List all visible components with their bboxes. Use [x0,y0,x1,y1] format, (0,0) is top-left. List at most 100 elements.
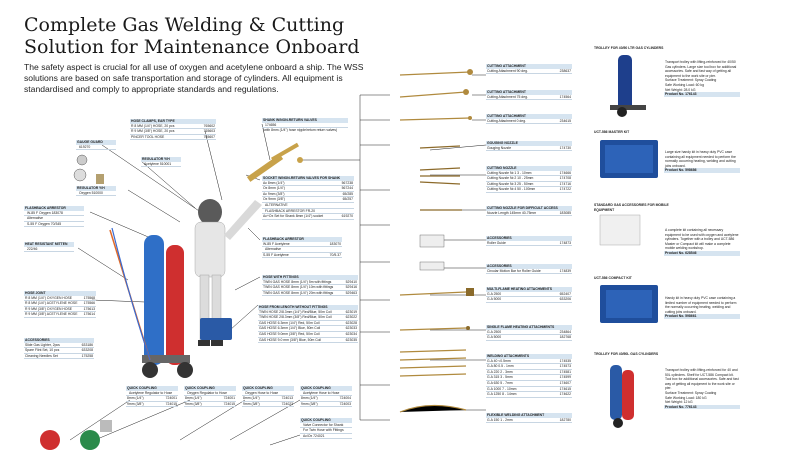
box-heading: FLASHBACK ARRESTOR [262,237,342,242]
box-text: Roller Guide [487,240,506,245]
box-text: TROLLEY FOR 40/50L GAS CYLINDERS [594,352,659,356]
box-heading: HEAT RESISTANT MITTEN [24,242,74,247]
box-text: R 8 MM (1/4") HOSE, 20 pcs [131,123,175,128]
box-text: 174622 [559,392,571,397]
table-row: TWIN GAS HOSE 8mm (1/4") 20m with fittin… [262,291,358,297]
box-text: Ac+Ox Set for Shank 8mm (1/4") socket [263,214,324,219]
page-title: Complete Gas Welding & Cutting Solution … [24,14,360,58]
box-text: 182780 [559,417,571,422]
box-heading: FLASHBACK ARRESTOR [24,206,84,211]
box-text: 65/285 [342,191,353,196]
box-heading: SHANK W/NON-RETURN VALVES [262,118,348,123]
trolley-40-50-heading: TROLLEY FOR 40/50 LTR GAS CYLINDERS [594,46,684,51]
box-text: Product No. 598686 [664,168,740,173]
table-row: TWIN GAS HOSE 8mm (1/4") 5m with fitting… [262,280,358,286]
box-heading: SINGLE FLAME HEATING ATTACHMENTS [486,325,572,330]
table-row: TWIN HOSE 2/8.3mm (1/4") Red/Blue, 50m C… [258,310,358,316]
box-heading: QUICK COUPLING [300,386,352,391]
box-heading: WELDING ATTACHMENTS [486,354,572,359]
box-heading: CUTTING ATTACHMENT [486,114,572,119]
box-text: Ox 8mm (1/4") [263,186,285,191]
box-text: Product No. 628546 [664,250,740,256]
box-text: Alternative [27,216,44,221]
table-row: 174656 [262,123,348,129]
box-text: 174615 [559,386,571,391]
box-text: Acetylene 510001 [144,161,172,166]
table-row: 8mm (1/4")724013 [242,396,294,402]
box-text: 623022 [345,315,357,320]
compact-kit-description: Handy kit in heavy duty PVC case contain… [664,296,740,319]
table-row: 8mm (1/4")724004 [300,396,352,402]
table-row: 9mm (3/8")724023 [242,402,294,408]
box-text: 174573 [559,364,571,369]
table-row: Acetylene 510001 [141,162,181,168]
table-row: 8mm (1/4")724001 [184,396,236,402]
box-text: G.A 80 0.5 - 1mm [487,364,514,369]
box-text: (with 8mm (1/4") hose nipple/retum retur… [263,128,338,133]
box-heading: CUTTING NOZZLE [486,166,572,171]
box-text: Acetylene Regulator to Hose [129,390,173,395]
table-row: Acetylene Regulator to Hose [126,391,178,397]
box-text: Circular Motion Bar for Roller Guide [487,268,541,273]
cutting-attachment-0-box: CUTTING ATTACHMENT Cutting Attachment 0 … [486,114,572,125]
box-text: 633206 [559,297,571,302]
box-text: A complete kit containing all necessary … [665,228,739,251]
cutting-attachment-75-box: CUTTING ATTACHMENT Cutting Attachment 75… [486,90,572,101]
heat-mitten-box: HEAT RESISTANT MITTEN 222/46 [24,242,74,253]
box-text: W-85 F Acetylene [263,241,290,246]
box-text: 174722 [559,187,571,192]
box-text: 175614 [83,312,95,317]
table-row: 8mm (1/4")724001 [126,396,178,402]
box-text: 623035 [345,337,357,342]
box-text: 175613 [83,306,95,311]
box-text: PINCER TOOL HOSE [131,134,165,139]
box-text: Safe Working Load: 180 kG [665,395,707,400]
trolley-40-50-description: Transport trolley with lifting-reinforce… [664,60,740,97]
box-text: R 9 MM (3/8") HOSE, 20 pcs [131,129,175,134]
table-row: Ac/Ox 724021 [300,434,352,440]
box-text: 9mm (3/8") [243,401,260,406]
table-row: Ox 9mm (3/8")65/257 [262,197,354,203]
box-text: G.A 2500 [487,329,502,334]
box-text: Cutting Nozzle Nr.2 10 - 25mm [487,176,534,181]
table-row: For Twin Hose with Fittings [300,428,352,434]
attachment-illustrations [399,69,474,413]
table-row: Ac 8mm (1/4")567238 [262,181,354,187]
master-kit-heading: UCT-586 MASTER KIT [594,130,684,135]
table-row: Circular Motion Bar for Roller Guide 1748… [486,269,572,275]
box-text: 724015 [223,401,235,406]
regulator-acetylene-box: REGULATOR Y/H Acetylene 510001 [141,157,181,168]
box-text: G.A 5000 [487,335,502,340]
box-text: 623033 [345,326,357,331]
box-text: 652407 [559,291,571,296]
box-text: 724013 [281,396,293,401]
cutting-nozzle-box: CUTTING NOZZLE Cutting Nozzle Nr.1 3 - 1… [486,166,572,193]
box-heading: ACCESSORIES [24,338,94,343]
box-text: 174708 [559,176,571,181]
box-text: Oxygen Hose to Hose [245,390,279,395]
box-heading: REGULATOR Y/H [76,186,116,191]
box-text: 724004 [339,396,351,401]
box-text: Alternative [265,247,282,252]
box-text: Spare Flint Set, 10 pcs [25,348,60,353]
table-row: Oxygen Hose to Hose [242,391,294,397]
standard-gas-description: A complete kit containing all necessary … [664,228,740,256]
box-heading: CUTTING ATTACHMENT [486,90,572,95]
table-row: 222/46 [24,247,74,253]
box-text: S-55 F Acetylene [263,252,289,257]
box-text: 174839 [559,268,571,273]
box-text: G.A 220 2 - 3mm [487,369,513,374]
